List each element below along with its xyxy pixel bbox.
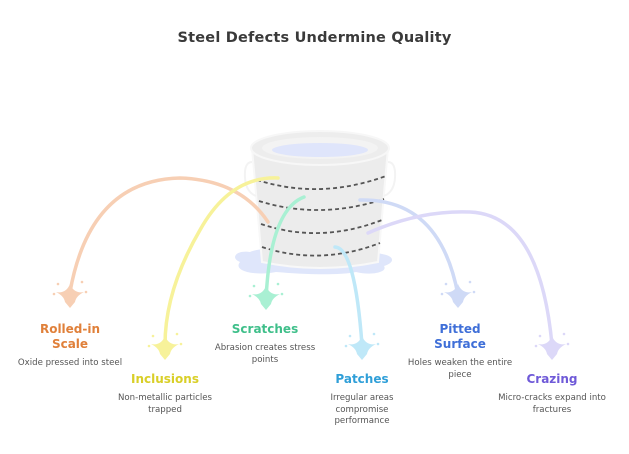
defect-label: Scratches xyxy=(210,322,320,337)
diagram-title: Steel Defects Undermine Quality xyxy=(177,30,452,46)
droplet-icon xyxy=(280,292,284,296)
droplet-icon xyxy=(276,282,280,286)
droplet-icon xyxy=(52,292,56,296)
splash-icon-patches xyxy=(348,336,376,360)
droplet-icon xyxy=(56,282,60,286)
droplet-icon xyxy=(534,344,538,348)
droplet-icon xyxy=(472,290,476,294)
stream-crazing xyxy=(366,210,554,347)
droplet-icon xyxy=(566,342,570,346)
droplet-icon xyxy=(80,280,84,284)
defect-description: Abrasion creates stress points xyxy=(214,343,316,365)
defect-description: Non-metallic particles trapped xyxy=(117,393,213,415)
droplet-icon xyxy=(376,342,380,346)
droplet-icon xyxy=(538,334,542,338)
defect-label-line: Crazing xyxy=(526,372,578,386)
droplet-icon xyxy=(348,334,352,338)
defect-label-line: Surface xyxy=(434,337,486,351)
stream-scratches xyxy=(264,195,306,302)
defect-label-line: Pitted xyxy=(439,322,481,336)
defect-label-line: Rolled-in xyxy=(39,322,101,336)
stream-pitted-surface xyxy=(358,198,460,297)
droplet-icon xyxy=(562,332,566,336)
droplet-icon xyxy=(252,284,256,288)
splash-icon-inclusions xyxy=(151,336,179,360)
droplet-icon xyxy=(440,292,444,296)
defect-label-line: Patches xyxy=(335,372,389,386)
defect-label: Patches xyxy=(307,372,417,387)
defect-label: Crazing xyxy=(497,372,607,387)
stream-rolled-in-scale xyxy=(68,176,270,294)
defect-label-line: Scale xyxy=(51,337,89,351)
droplet-icon xyxy=(344,344,348,348)
defect-description: Irregular areas compromise performance xyxy=(330,393,394,426)
defect-description: Oxide pressed into steel xyxy=(17,358,123,368)
defect-label: Inclusions xyxy=(110,372,220,387)
droplet-icon xyxy=(147,344,151,348)
splash-icon-scratches xyxy=(252,286,280,310)
droplet-icon xyxy=(468,280,472,284)
defect-description: Micro-cracks expand into fractures xyxy=(498,393,606,415)
splash-icon-rolled-in-scale xyxy=(56,284,84,308)
droplet-icon xyxy=(175,332,179,336)
stream-inclusions xyxy=(163,176,280,347)
splash-icon-pitted-surface xyxy=(444,284,472,308)
droplet-icon xyxy=(151,334,155,338)
defect-description: Holes weaken the entire piece xyxy=(407,358,513,380)
stream-patches xyxy=(333,245,364,347)
defect-label-line: Inclusions xyxy=(131,372,199,386)
splash-icon-crazing xyxy=(538,336,566,360)
droplet-icon xyxy=(179,342,183,346)
droplet-icon xyxy=(84,290,88,294)
droplet-icon xyxy=(248,294,252,298)
defect-label-line: Scratches xyxy=(231,322,299,336)
droplet-icon xyxy=(444,282,448,286)
droplet-icon xyxy=(372,332,376,336)
